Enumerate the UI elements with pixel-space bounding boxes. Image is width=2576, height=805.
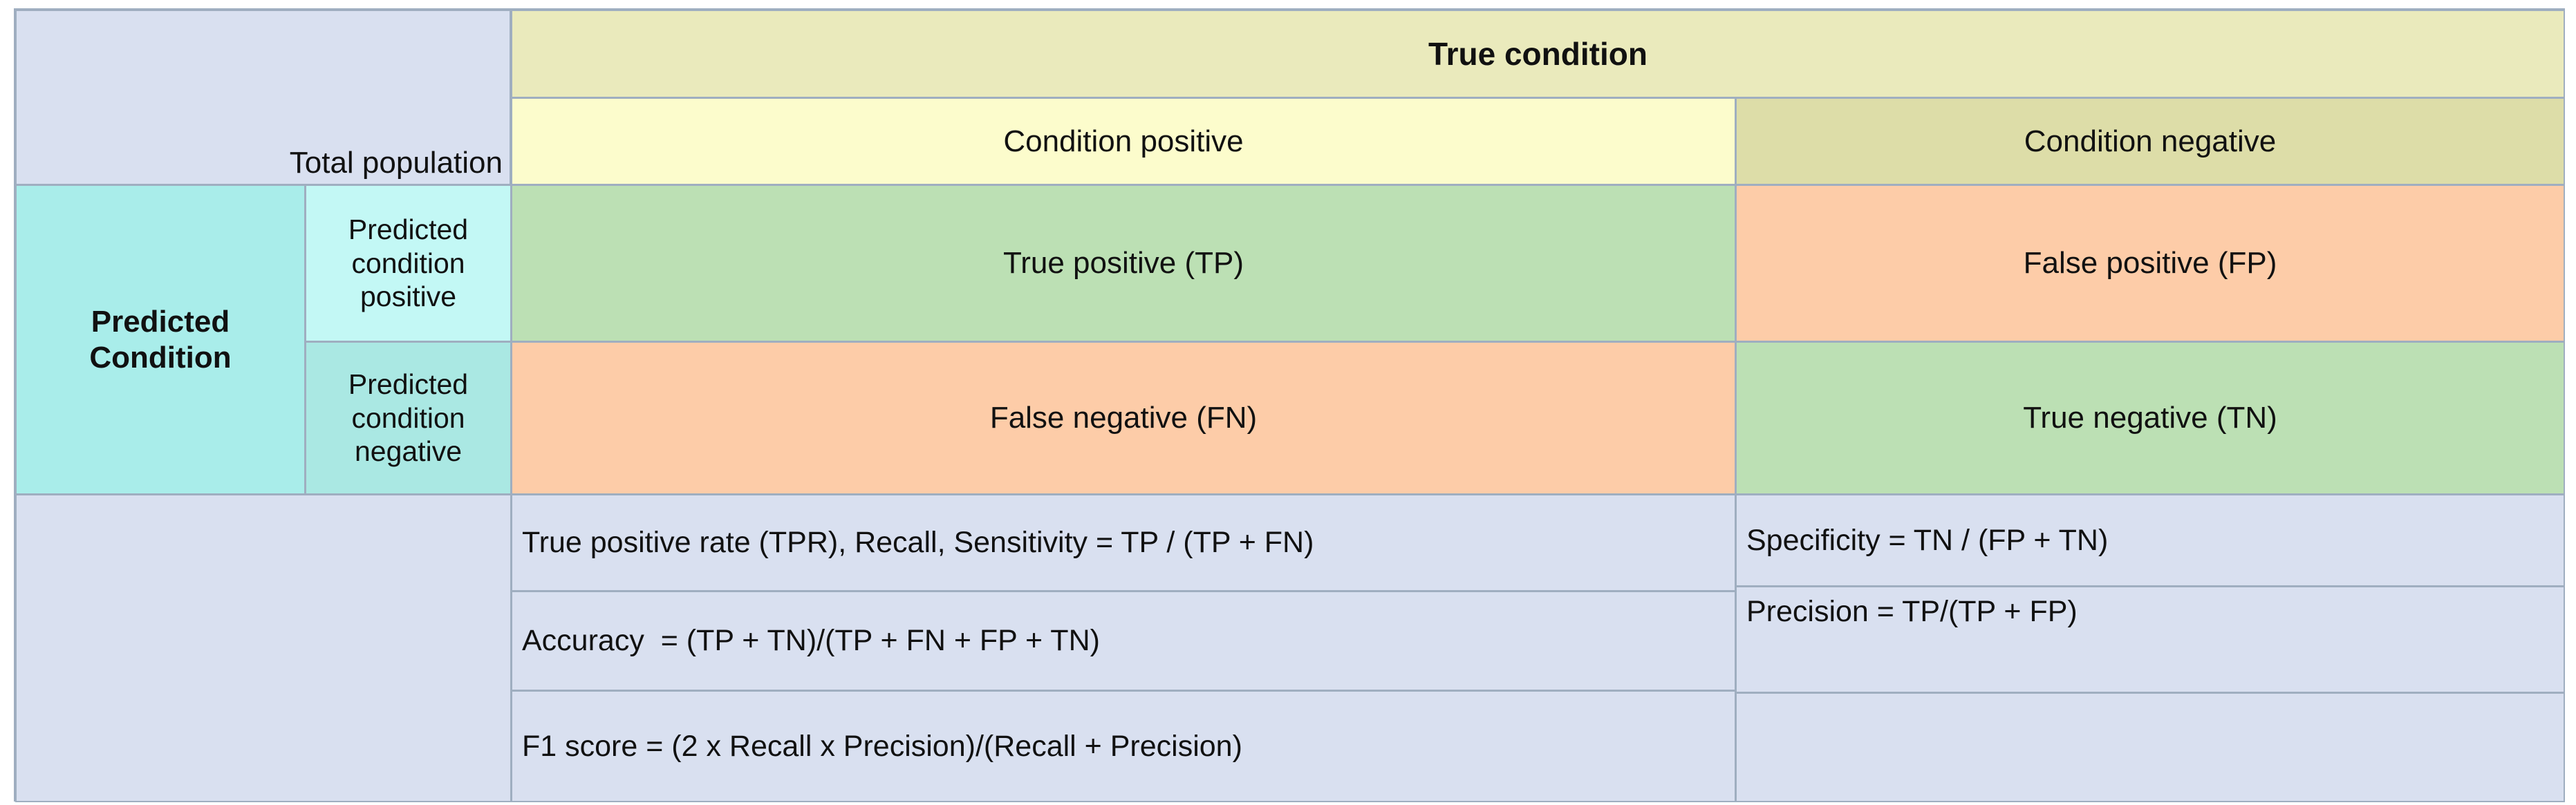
confusion-matrix-table: Total population True condition Conditio…: [14, 8, 2565, 802]
formula-specificity: Specificity = TN / (FP + TN): [1735, 494, 2565, 587]
formula-f1-score: F1 score = (2 x Recall x Precision)/(Rec…: [511, 690, 1736, 802]
false-negative-cell: False negative (FN): [511, 341, 1736, 495]
formula-precision: Precision = TP/(TP + FP): [1735, 586, 2565, 693]
predicted-condition-negative-label: Predicted condition negative: [305, 341, 512, 495]
bottom-left-spacer: [15, 494, 512, 802]
condition-negative-header: Condition negative: [1735, 97, 2565, 185]
predicted-condition-label: Predicted Condition: [15, 184, 306, 495]
condition-positive-header: Condition positive: [511, 97, 1736, 185]
true-positive-cell: True positive (TP): [511, 184, 1736, 342]
formula-tpr-recall-sensitivity: True positive rate (TPR), Recall, Sensit…: [511, 494, 1736, 591]
total-population-cell: Total population: [15, 10, 511, 185]
true-negative-cell: True negative (TN): [1735, 341, 2565, 495]
formula-accuracy: Accuracy = (TP + TN)/(TP + FN + FP + TN): [511, 591, 1736, 691]
formula-right-empty: [1735, 692, 2565, 802]
false-positive-cell: False positive (FP): [1735, 184, 2565, 342]
true-condition-header: True condition: [511, 10, 2565, 98]
predicted-condition-positive-label: Predicted condition positive: [305, 184, 512, 342]
